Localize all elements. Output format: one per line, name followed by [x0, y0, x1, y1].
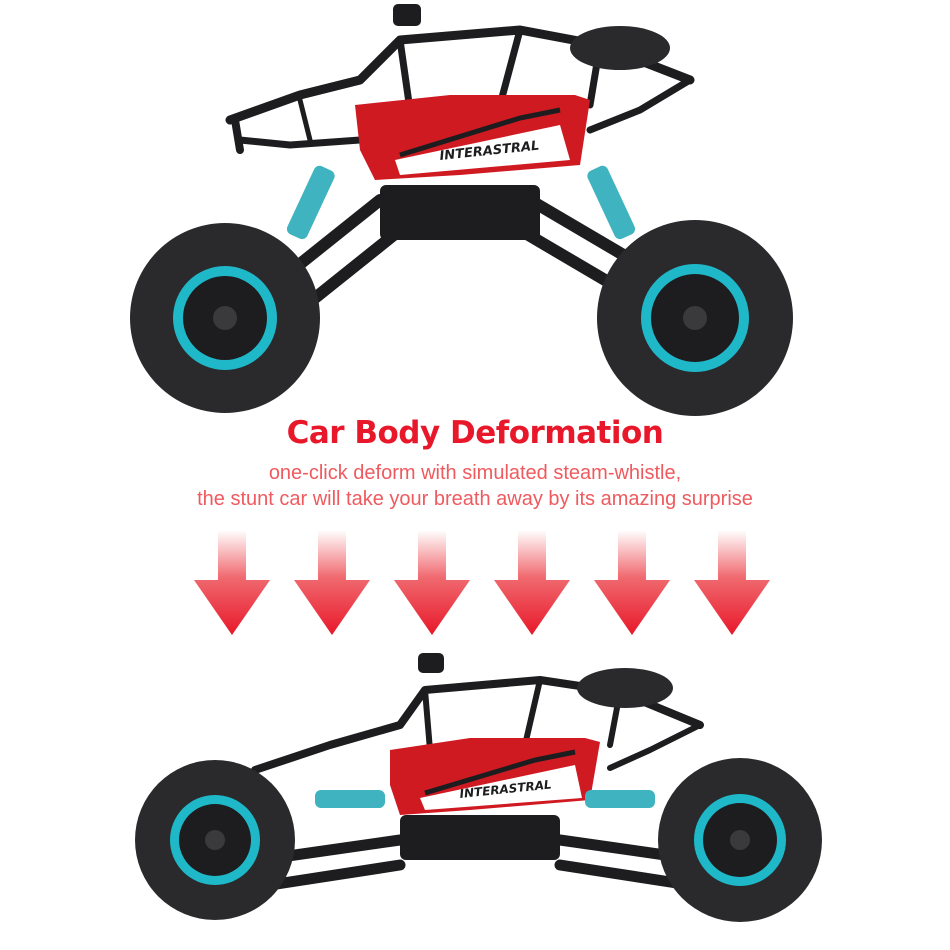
right-wheel	[597, 220, 793, 416]
left-wheel	[130, 223, 320, 413]
headlight	[418, 653, 444, 673]
spare-tank	[570, 26, 670, 70]
down-arrow-icon	[494, 530, 570, 635]
down-arrow-icon	[294, 530, 370, 635]
down-arrow-icon	[594, 530, 670, 635]
down-arrow-icon	[694, 530, 770, 635]
rc-car-raised-image: INTERASTRAL	[130, 4, 793, 416]
shock-springs	[315, 790, 655, 808]
down-arrows-row	[194, 530, 770, 635]
down-arrow-icon	[394, 530, 470, 635]
right-wheel	[658, 758, 822, 922]
down-arrow-icon	[194, 530, 270, 635]
rc-car-lowered-image: INTERASTRAL	[135, 653, 822, 922]
headlight	[393, 4, 421, 26]
shock-springs	[286, 165, 636, 240]
subtitle-line-2: the stunt car will take your breath away…	[197, 488, 753, 510]
subtitle-line-1: one-click deform with simulated steam-wh…	[268, 462, 682, 484]
headline: Car Body Deformation	[286, 415, 664, 451]
skid-plate	[400, 815, 560, 860]
left-wheel	[135, 760, 295, 920]
spare-tank	[577, 668, 673, 708]
skid-plate	[380, 185, 540, 240]
